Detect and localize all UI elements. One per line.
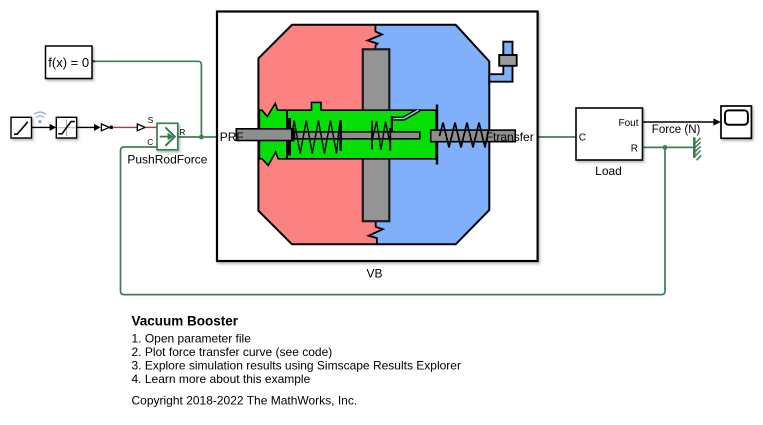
- svg-text:Fout: Fout: [618, 118, 638, 129]
- svg-text:3. Explore simulation results: 3. Explore simulation results using Sims…: [132, 359, 461, 373]
- svg-text:R: R: [631, 143, 638, 154]
- svg-text:PushRodForce: PushRodForce: [127, 152, 207, 166]
- svg-text:C: C: [579, 132, 586, 143]
- svg-text:Copyright 2018-2022 The MathWo: Copyright 2018-2022 The MathWorks, Inc.: [132, 394, 358, 408]
- svg-text:C: C: [147, 137, 153, 147]
- svg-text:2. Plot force transfer curve (: 2. Plot force transfer curve (see code): [132, 345, 333, 359]
- svg-text:Ftransfer: Ftransfer: [486, 130, 534, 144]
- svg-text:4. Learn more about this examp: 4. Learn more about this example: [132, 372, 311, 386]
- svg-text:f(x) = 0: f(x) = 0: [48, 55, 89, 70]
- svg-text:S: S: [148, 115, 154, 125]
- svg-text:1. Open parameter file: 1. Open parameter file: [132, 331, 252, 345]
- svg-text:Force (N): Force (N): [652, 124, 701, 136]
- svg-text:Vacuum Booster: Vacuum Booster: [132, 314, 239, 329]
- svg-text:R: R: [179, 127, 185, 137]
- svg-text:PRF: PRF: [220, 130, 244, 144]
- svg-text:Load: Load: [595, 164, 622, 178]
- svg-text:VB: VB: [366, 266, 382, 280]
